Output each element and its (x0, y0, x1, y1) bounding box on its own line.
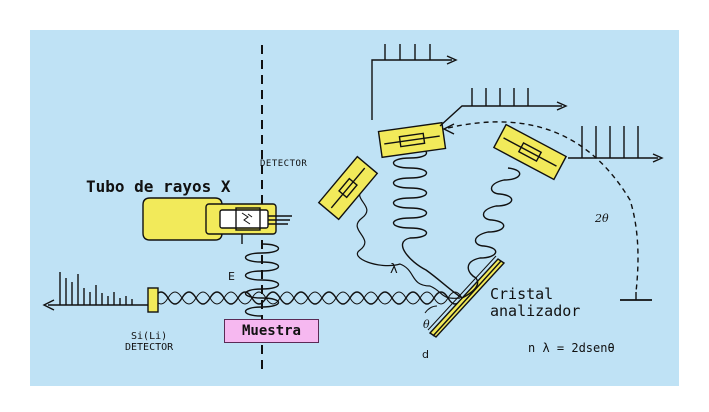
xray-tube (142, 197, 292, 244)
diagram-svg (42, 44, 664, 375)
diagram-panel: Tubo de rayos X DETECTOR E λ θ 2θ d Cris… (30, 30, 679, 386)
wave-to-detector-2 (392, 147, 463, 299)
theta-arc (424, 305, 438, 314)
spectrum-axis-middle (439, 88, 568, 127)
wave-main-b (153, 291, 463, 305)
spectrum-lines-left (59, 272, 133, 305)
label-sili-detector: Si(Li) DETECTOR (125, 331, 173, 353)
detector-1 (317, 155, 379, 221)
label-sili: Si(Li) (131, 331, 168, 342)
wave-to-detector-3 (461, 167, 521, 299)
two-theta-arc-arrow (442, 123, 455, 135)
label-detector-top: DETECTOR (260, 159, 308, 169)
label-lambda: λ (390, 262, 398, 277)
sili-detector (147, 287, 159, 313)
coil-tube-to-sample (244, 243, 280, 317)
detector-3 (492, 123, 568, 181)
wave-to-detector-1 (356, 187, 461, 299)
label-cristal-analizador: Cristal analizador (490, 286, 580, 320)
label-e: E (228, 270, 235, 283)
spectrum-axis-top (371, 44, 458, 120)
two-theta-arc (447, 121, 639, 293)
spectrum-axis-left-arrow (42, 299, 55, 311)
label-sili-detector-text: DETECTOR (125, 342, 174, 353)
label-tubo-rayos-x: Tubo de rayos X (86, 177, 231, 196)
label-d: d (422, 348, 429, 361)
analyzer-crystal (427, 255, 506, 338)
label-two-theta: 2θ (595, 212, 609, 225)
detector-2 (377, 121, 447, 159)
spectrum-axis-right (568, 126, 664, 163)
label-cristal: Cristal (490, 285, 554, 303)
sample-box: Muestra (224, 319, 319, 343)
label-analizador: analizador (490, 302, 581, 320)
bragg-formula: n λ = 2dsenθ (528, 341, 615, 355)
label-theta: θ (423, 318, 430, 331)
